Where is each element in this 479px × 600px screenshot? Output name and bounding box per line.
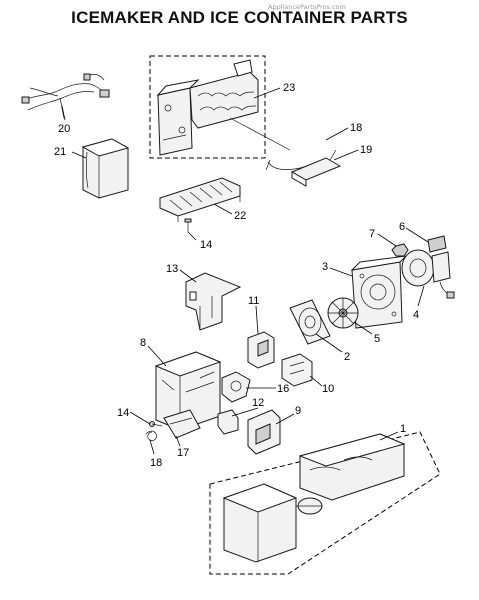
callout-9: 9 (295, 405, 301, 417)
cover-part (81, 138, 130, 199)
callout-3: 3 (322, 261, 328, 273)
spring-part (145, 430, 157, 441)
callout-21: 21 (54, 146, 66, 158)
watermark: AppliancePartsPros.com (268, 3, 346, 11)
callout-20: 20 (58, 123, 70, 135)
callout-13: 13 (166, 263, 178, 275)
callout-6: 6 (399, 221, 405, 233)
callout-23: 23 (283, 82, 295, 94)
callout-1: 1 (400, 423, 406, 435)
callout-19: 19 (360, 144, 372, 156)
callout-2: 2 (344, 351, 350, 363)
callout-12: 12 (252, 397, 264, 409)
ice-container-part (222, 433, 406, 563)
bracket-part (185, 272, 242, 331)
callout-8: 8 (140, 337, 146, 349)
callout-10: 10 (322, 383, 334, 395)
switch-part (247, 331, 275, 369)
fan-shroud-part (289, 299, 331, 345)
icemaker-boundary (149, 55, 266, 159)
dispenser-housing-part (154, 351, 222, 431)
icemaker-part (156, 59, 291, 156)
auger-motor-part (401, 249, 455, 299)
switch-housing-part (247, 409, 281, 455)
clip-part (163, 409, 201, 439)
actuator-part (217, 409, 239, 435)
callout-14-bottom: 14 (117, 407, 129, 419)
wire-harness-part (21, 73, 110, 119)
callout-labels: 20 21 23 18 19 22 14 13 3 7 6 4 5 2 11 8… (54, 82, 419, 469)
callout-14-top: 14 (200, 239, 212, 251)
auger-motor-housing-part (350, 255, 408, 329)
fan-blade-part (327, 297, 359, 329)
ice-level-arm-part (290, 157, 342, 187)
connector-part (427, 235, 447, 253)
callout-18: 18 (350, 122, 362, 134)
callout-17: 18 (150, 457, 162, 469)
callout-5: 5 (374, 333, 380, 345)
cam-part (221, 371, 251, 403)
callout-22: 22 (234, 210, 246, 222)
screw-top-part (184, 218, 192, 232)
nut-part (391, 243, 409, 257)
shutoff-arm-part (265, 149, 337, 171)
callout-11: 11 (248, 295, 259, 307)
callout-15: 16 (277, 383, 289, 395)
callout-7: 7 (369, 228, 375, 240)
leader-lines (61, 87, 429, 455)
solenoid-part (281, 353, 313, 387)
stripper-part (159, 177, 241, 222)
callout-16: 17 (177, 447, 189, 459)
callout-4: 4 (413, 309, 419, 321)
page-title: ICEMAKER AND ICE CONTAINER PARTS (71, 8, 408, 27)
